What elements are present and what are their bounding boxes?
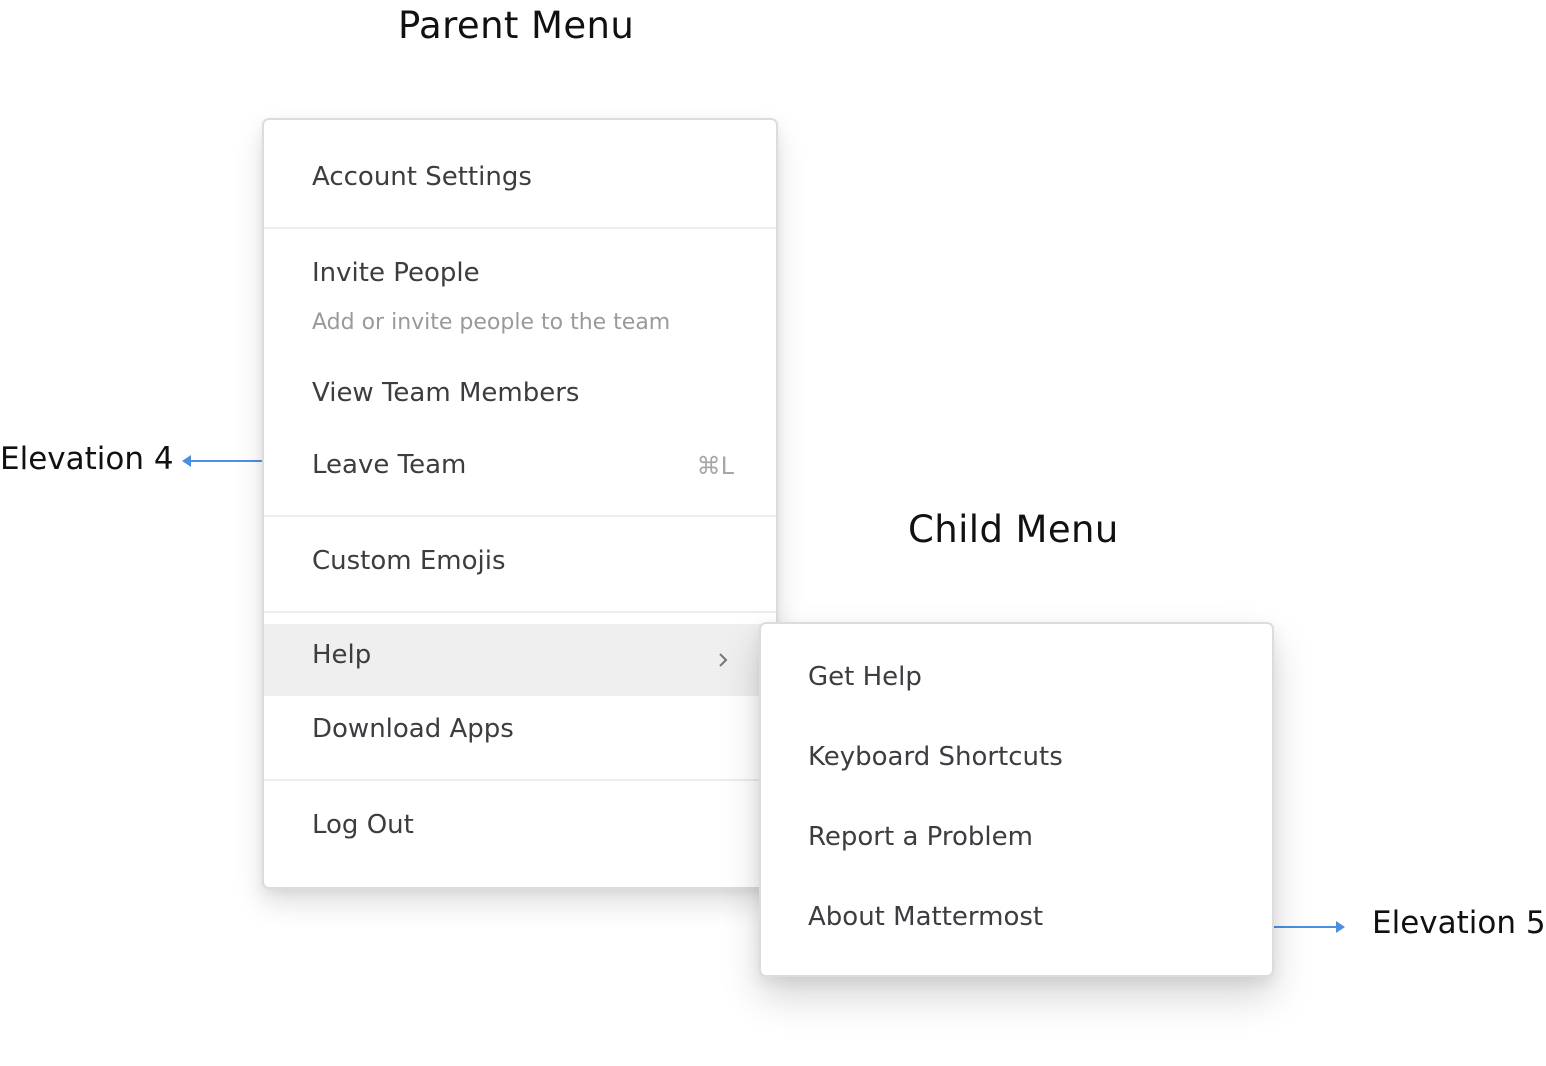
menu-item-help[interactable]: Help (264, 624, 776, 696)
shortcut-hint: ⌘L (696, 452, 734, 480)
menu-divider (264, 779, 776, 781)
menu-divider (264, 515, 776, 517)
menu-item-label: Download Apps (312, 714, 514, 744)
menu-item-report-a-problem[interactable]: Report a Problem (761, 820, 1272, 864)
elevation-4-arrow-icon (182, 455, 281, 467)
menu-item-download-apps[interactable]: Download Apps (264, 712, 776, 756)
menu-divider (264, 227, 776, 229)
menu-item-label: Get Help (808, 662, 922, 692)
menu-item-get-help[interactable]: Get Help (761, 660, 1272, 704)
menu-item-keyboard-shortcuts[interactable]: Keyboard Shortcuts (761, 740, 1272, 784)
menu-item-view-team-members[interactable]: View Team Members (264, 376, 776, 420)
elevation-5-label: Elevation 5 (1372, 905, 1546, 941)
parent-menu-heading: Parent Menu (398, 4, 635, 47)
menu-item-label: Report a Problem (808, 822, 1033, 852)
menu-item-label: Help (312, 640, 372, 670)
elevation-4-label: Elevation 4 (0, 441, 174, 477)
menu-item-label: Leave Team (312, 450, 467, 480)
menu-item-leave-team[interactable]: Leave Team ⌘L (264, 448, 776, 492)
menu-item-label: Account Settings (312, 162, 532, 192)
menu-item-about-mattermost[interactable]: About Mattermost (761, 900, 1272, 944)
menu-item-account-settings[interactable]: Account Settings (264, 160, 776, 204)
menu-item-label: Log Out (312, 810, 414, 840)
menu-item-log-out[interactable]: Log Out (264, 808, 776, 852)
elevation-5-arrow-icon (1247, 921, 1345, 933)
menu-item-label: View Team Members (312, 378, 580, 408)
menu-divider (264, 611, 776, 613)
menu-item-label: About Mattermost (808, 902, 1044, 932)
menu-item-invite-people[interactable]: Invite People Add or invite people to th… (264, 256, 776, 344)
menu-item-label: Invite People (312, 258, 480, 288)
menu-item-custom-emojis[interactable]: Custom Emojis (264, 544, 776, 588)
chevron-right-icon (719, 653, 728, 667)
child-menu-heading: Child Menu (908, 508, 1119, 551)
child-menu: Get Help Keyboard Shortcuts Report a Pro… (759, 622, 1274, 977)
menu-item-description: Add or invite people to the team (312, 310, 671, 335)
menu-item-label: Custom Emojis (312, 546, 506, 576)
menu-item-label: Keyboard Shortcuts (808, 742, 1063, 772)
parent-menu: Account Settings Invite People Add or in… (262, 118, 778, 889)
